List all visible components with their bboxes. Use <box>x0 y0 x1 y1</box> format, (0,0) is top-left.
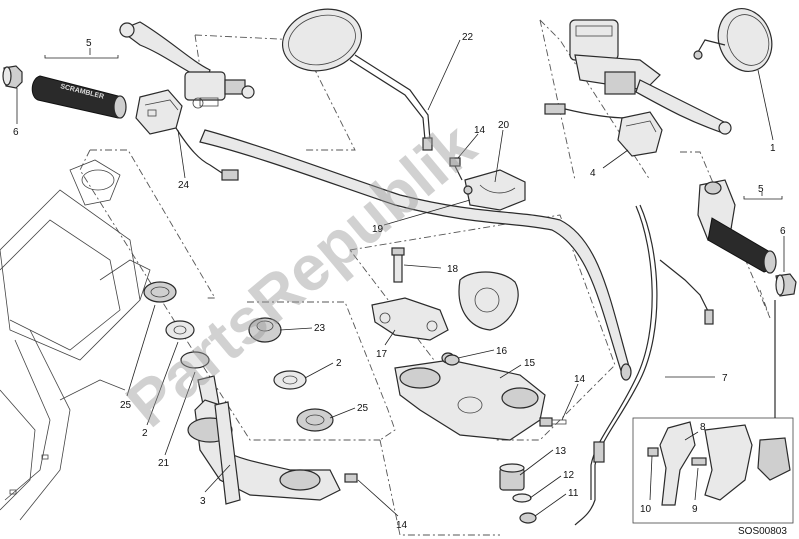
bottom-yoke-3 <box>187 399 341 505</box>
left-end-cap <box>2 65 23 89</box>
bottom-yoke-bolt-14 <box>344 473 358 483</box>
washer-16 <box>444 354 460 366</box>
top-yoke <box>394 352 546 441</box>
right-brake-assembly <box>544 19 732 135</box>
callout-2-right: 2 <box>336 358 342 369</box>
inset-detail <box>632 300 794 524</box>
callout-14-yoke: 14 <box>574 374 586 385</box>
callout-9: 9 <box>692 504 698 515</box>
callout-6-right: 6 <box>780 226 786 237</box>
callout-6-left: 6 <box>13 127 19 138</box>
right-switch <box>617 111 663 157</box>
nut-11 <box>519 512 537 524</box>
callout-11: 11 <box>568 488 579 499</box>
left-lever-assembly <box>118 21 255 109</box>
throttle-cable <box>574 204 714 526</box>
clamp-bolt-14 <box>449 157 463 181</box>
right-throttle <box>697 179 777 274</box>
callout-5-left: 5 <box>86 38 92 49</box>
callout-17: 17 <box>376 349 388 360</box>
callout-25-right: 25 <box>357 403 369 414</box>
clamp-bolt-18 <box>391 247 405 283</box>
left-mirror <box>281 8 433 151</box>
frame <box>0 159 151 521</box>
callout-22: 22 <box>462 32 474 43</box>
bearing-25-left <box>143 281 177 303</box>
yoke-bolt-14 <box>539 417 567 427</box>
callout-16: 16 <box>496 346 508 357</box>
callout-labels: 5 6 24 22 1 4 5 6 19 20 14 18 17 16 15 1… <box>13 32 786 531</box>
handlebar-clamp <box>463 169 526 211</box>
callout-8: 8 <box>700 422 706 433</box>
callout-20: 20 <box>498 120 510 131</box>
inset-frame <box>632 417 794 524</box>
washer-12 <box>512 493 532 503</box>
seal-2-right <box>273 370 307 390</box>
seal-2-left <box>165 320 195 340</box>
callout-19: 19 <box>372 224 384 235</box>
callout-24: 24 <box>178 180 190 191</box>
callout-25-left: 25 <box>120 400 132 411</box>
left-grip: SCRAMBLER <box>31 75 127 119</box>
callout-14-bottom: 14 <box>396 520 408 531</box>
callout-7: 7 <box>722 373 728 384</box>
callout-2-left: 2 <box>142 428 148 439</box>
right-mirror <box>693 8 773 72</box>
callout-14-clamp: 14 <box>474 125 486 136</box>
callout-23: 23 <box>314 323 326 334</box>
callout-4: 4 <box>590 168 596 179</box>
callout-5-right: 5 <box>758 184 764 195</box>
callout-10: 10 <box>640 504 652 515</box>
callout-15: 15 <box>524 358 536 369</box>
bearing-25-right <box>296 408 334 432</box>
callout-12: 12 <box>563 470 575 481</box>
steering-nut-13 <box>499 463 525 491</box>
handlebar <box>199 129 632 381</box>
diagram-code: SOS00803 <box>738 526 787 537</box>
callout-3: 3 <box>200 496 206 507</box>
leader-lines <box>16 39 785 517</box>
callout-18: 18 <box>447 264 459 275</box>
right-end-cap <box>775 273 797 297</box>
ring-nut-23 <box>248 317 282 343</box>
callout-21: 21 <box>158 458 170 469</box>
callout-13: 13 <box>555 446 567 457</box>
callout-1: 1 <box>770 143 776 154</box>
left-switch <box>135 89 239 181</box>
riser-bracket <box>371 271 519 341</box>
